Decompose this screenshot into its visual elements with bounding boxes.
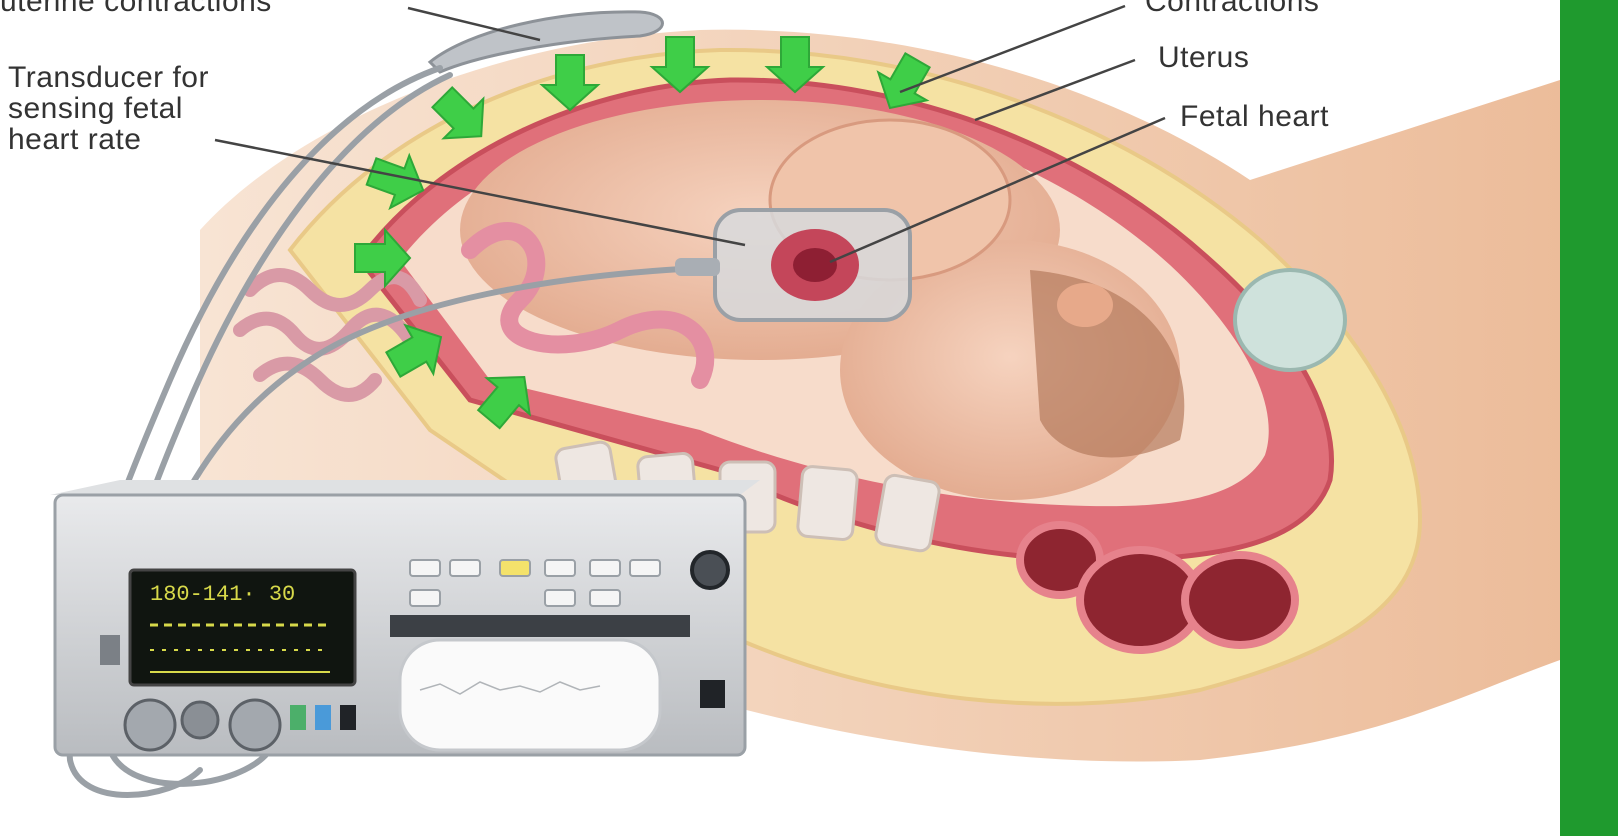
label-transducer-line1: Transducer for <box>8 62 209 94</box>
label-fetal-heart: Fetal heart <box>1180 101 1329 133</box>
paper-roll <box>400 640 660 750</box>
label-contractions: Contractions <box>1145 0 1319 18</box>
fetal-heart <box>771 229 859 301</box>
label-transducer-line2: sensing fetal <box>8 93 183 125</box>
right-edge-band <box>1560 0 1618 836</box>
monitor-screen-readout: 180-141· 30 <box>150 582 295 607</box>
fetal-monitor: 180-141· 30 <box>50 480 760 755</box>
label-transducer-line3: heart rate <box>8 124 141 156</box>
bladder <box>1235 270 1345 370</box>
label-uterine-contractions: uterine contractions <box>0 0 272 18</box>
label-uterus: Uterus <box>1158 42 1249 74</box>
monitor-knob <box>692 552 728 588</box>
fetus-ear <box>1057 283 1113 327</box>
